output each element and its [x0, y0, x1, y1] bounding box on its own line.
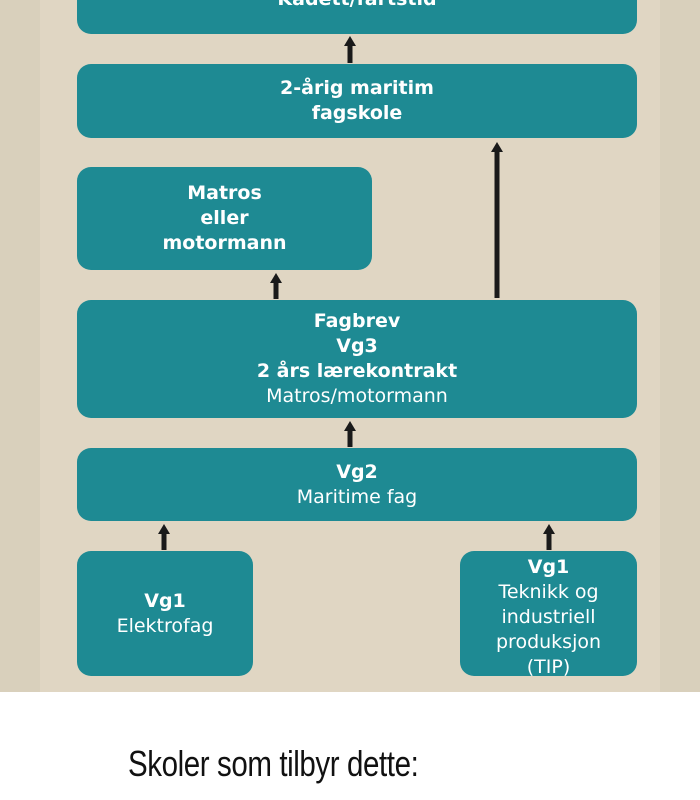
box-vg1-elektro-line2: Elektrofag	[116, 614, 214, 637]
box-vg1-tip: Vg1 Teknikk og industriell produksjon (T…	[460, 551, 637, 678]
arrow-vg1-elektro-to-vg2	[158, 524, 170, 550]
box-fagskole-line2: fagskole	[311, 102, 403, 124]
schools-heading: Skoler som tilbyr dette:	[128, 743, 419, 784]
box-fagbrev-line2: Vg3	[336, 335, 378, 357]
box-vg2-line1: Vg2	[336, 460, 378, 483]
arrows	[158, 36, 555, 550]
box-vg1-tip-line4: produksjon	[495, 631, 602, 653]
box-vg2-line2: Maritime fag	[296, 485, 418, 508]
arrow-vg1-tip-to-vg2	[543, 524, 555, 550]
box-kadett-line1: Kadett/fartstid	[277, 0, 436, 12]
box-fagbrev-line3: 2 års lærekontrakt	[256, 360, 458, 382]
box-vg1-tip-line5: (TIP)	[526, 656, 571, 678]
box-fagbrev-line4: Matros/motormann	[266, 385, 448, 407]
box-fagskole-line1: 2-årig maritim	[280, 77, 434, 99]
box-vg1-elektrofag: Vg1 Elektrofag	[77, 551, 253, 676]
box-matros-line3: motormann	[162, 232, 287, 254]
diagram-panel: Kadett/fartstid 2-årig maritim fagskole …	[0, 0, 700, 692]
box-matros-motormann: Matros eller motormann	[77, 167, 372, 270]
box-matros-line2: eller	[200, 207, 249, 229]
box-vg1-tip-line1: Vg1	[527, 556, 570, 578]
box-vg2-maritime-fag: Vg2 Maritime fag	[77, 448, 637, 521]
arrow-vg2-to-fagbrev	[344, 421, 356, 447]
arrow-fagbrev-to-matros	[270, 273, 282, 299]
box-vg1-elektro-line1: Vg1	[144, 589, 186, 612]
box-kadett-fartstid: Kadett/fartstid	[77, 0, 637, 34]
box-vg1-tip-line3: industriell	[501, 606, 596, 628]
box-fagbrev-line1: Fagbrev	[313, 310, 401, 332]
arrow-fagbrev-to-fagskole	[491, 142, 503, 298]
box-fagbrev-vg3: Fagbrev Vg3 2 års lærekontrakt Matros/mo…	[77, 300, 637, 418]
box-vg1-tip-line2: Teknikk og	[498, 581, 599, 603]
box-matros-line1: Matros	[187, 182, 262, 204]
arrow-fagskole-to-kadett	[344, 36, 356, 63]
box-maritim-fagskole: 2-årig maritim fagskole	[77, 64, 637, 138]
